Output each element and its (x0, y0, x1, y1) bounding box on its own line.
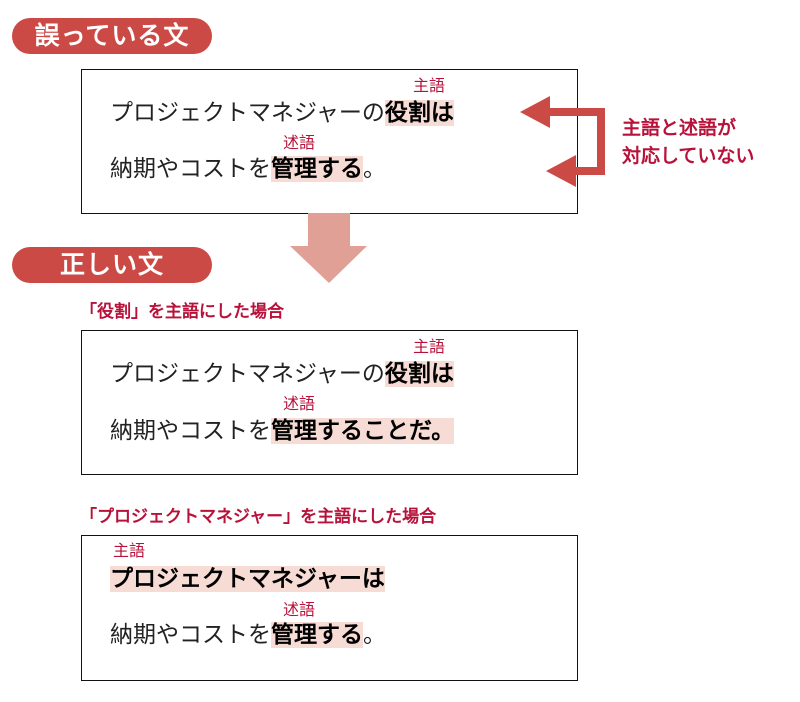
subject-highlight: 役割は (384, 361, 454, 387)
mismatch-note: 主語と述語が 対応していない (622, 114, 754, 170)
subject-label: 主語 (413, 337, 446, 356)
sentence-line-2: 納期やコストを管理することだ。 (110, 415, 455, 447)
predicate-highlight: 管理することだ。 (271, 418, 455, 444)
subject-highlight: 役割は (384, 100, 454, 126)
wrong-sentence-badge: 誤っている文 (12, 18, 212, 54)
period: 。 (363, 156, 386, 182)
plain-text: 納期やコストを (110, 156, 271, 182)
plain-text: プロジェクトマネジャーの (110, 361, 385, 387)
case2-box: 主語 プロジェクトマネジャーは 述語 納期やコストを管理する。 (81, 535, 578, 681)
subject-label: 主語 (113, 541, 146, 560)
sentence-line-2: 納期やコストを管理する。 (110, 153, 386, 185)
period: 。 (363, 622, 386, 648)
predicate-label: 述語 (283, 133, 316, 152)
plain-text: プロジェクトマネジャーの (110, 100, 385, 126)
note-line-2: 対応していない (622, 145, 755, 167)
predicate-label: 述語 (283, 394, 316, 413)
wrong-sentence-box: 主語 プロジェクトマネジャーの役割は 述語 納期やコストを管理する。 (81, 69, 578, 214)
correct-sentence-badge: 正しい文 (12, 247, 212, 283)
subject-label: 主語 (413, 76, 446, 95)
case2-heading: 「プロジェクトマネジャー」を主語にした場合 (80, 507, 437, 527)
plain-text: 納期やコストを (110, 622, 271, 648)
plain-text: 納期やコストを (110, 418, 271, 444)
predicate-highlight: 管理する (271, 156, 363, 182)
note-line-1: 主語と述語が (622, 117, 737, 139)
sentence-line-2: 納期やコストを管理する。 (110, 619, 386, 651)
predicate-label: 述語 (283, 600, 316, 619)
sentence-line-1: プロジェクトマネジャーの役割は (110, 97, 454, 129)
case1-box: 主語 プロジェクトマネジャーの役割は 述語 納期やコストを管理することだ。 (81, 330, 578, 475)
sentence-line-1: プロジェクトマネジャーの役割は (110, 358, 454, 390)
subject-highlight: プロジェクトマネジャーは (110, 566, 385, 592)
down-arrow-icon (290, 213, 367, 283)
predicate-highlight: 管理する (271, 622, 363, 648)
case1-heading: 「役割」を主語にした場合 (80, 302, 284, 322)
sentence-line-1: プロジェクトマネジャーは (110, 563, 385, 595)
mismatch-bracket-arrow-icon (520, 96, 605, 187)
